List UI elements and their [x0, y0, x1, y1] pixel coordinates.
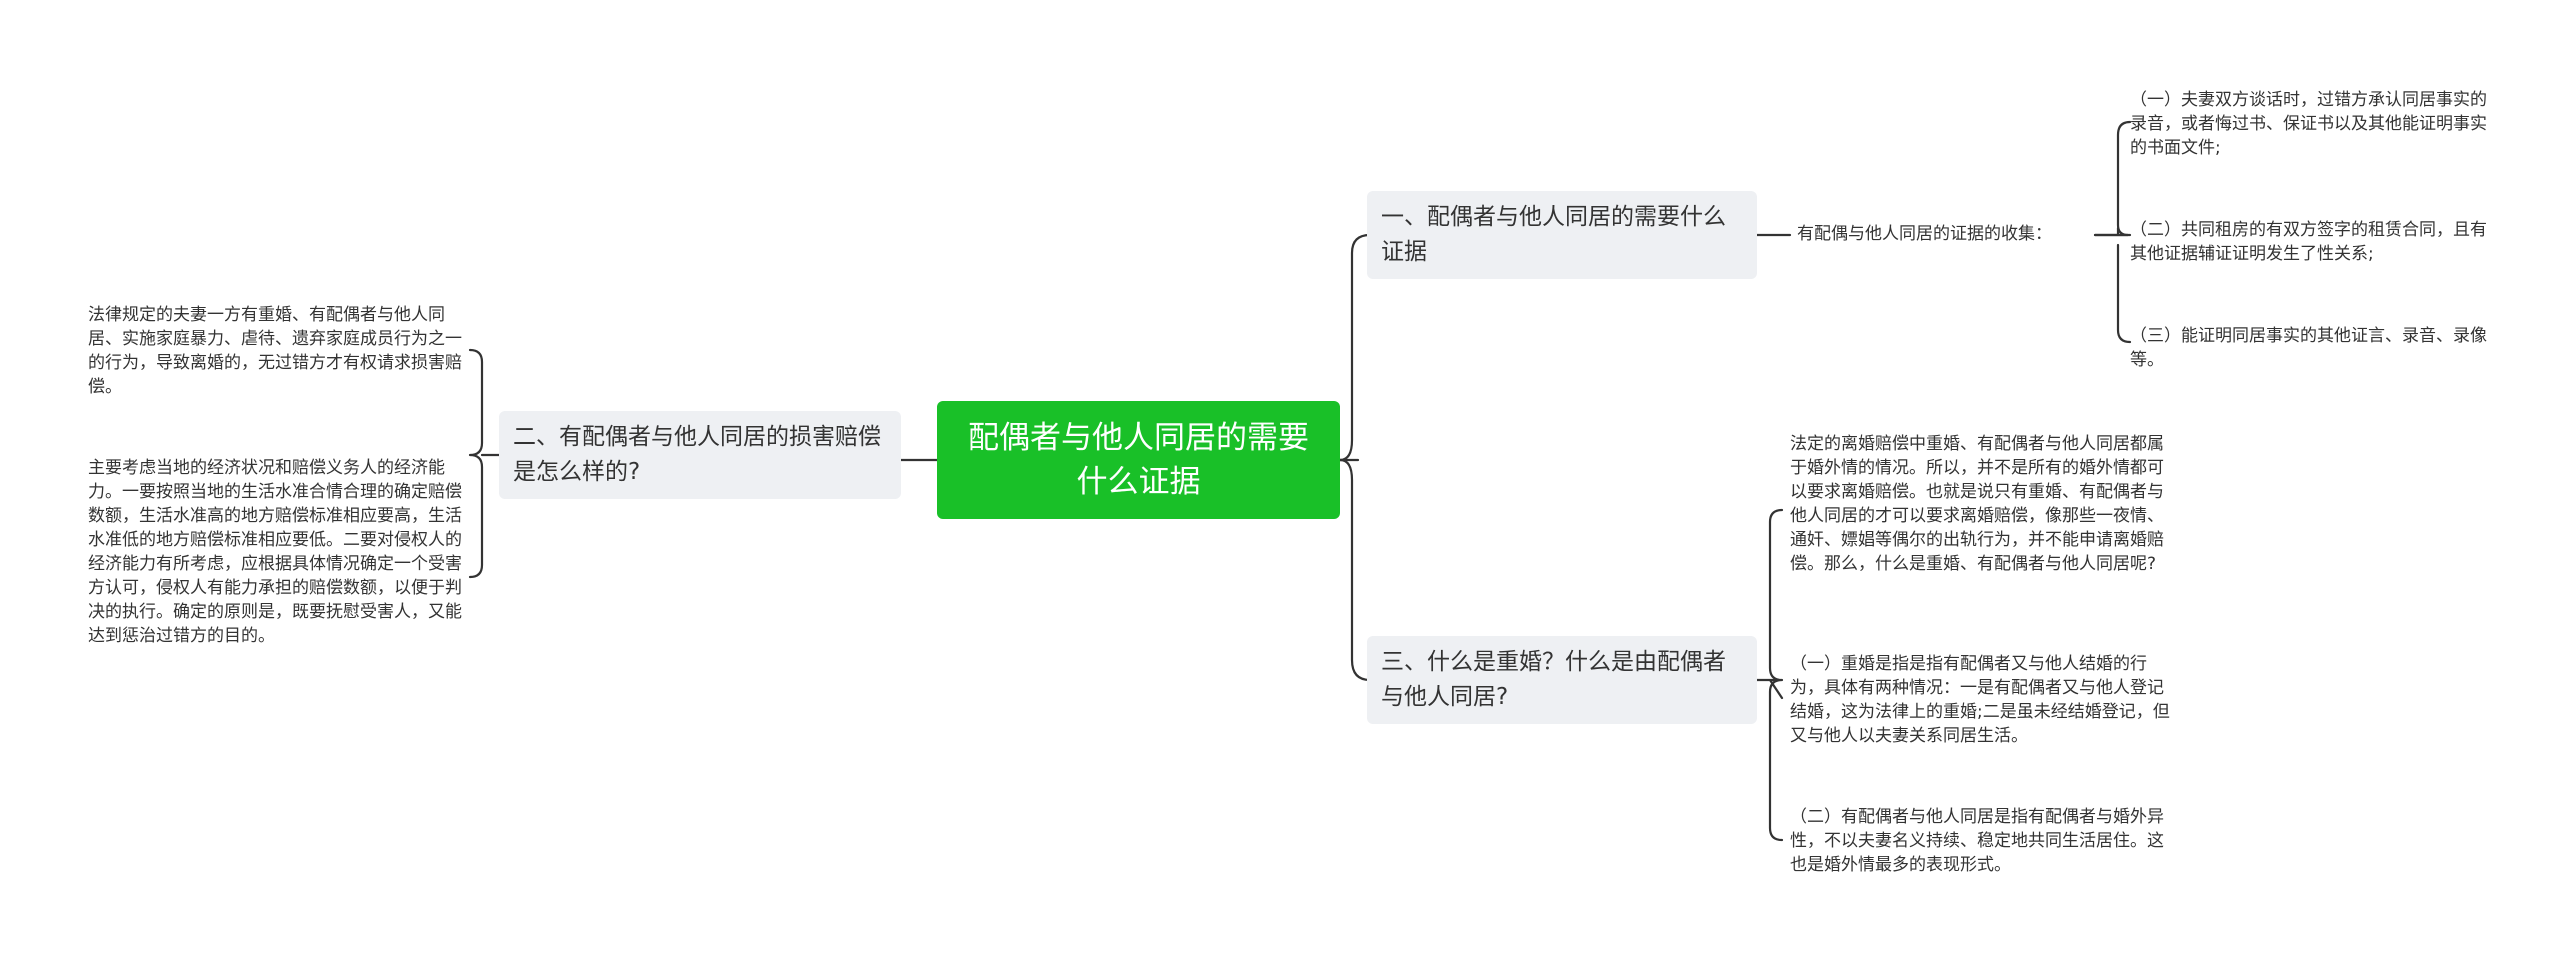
- connector-root-to-b3: [1338, 458, 1378, 682]
- branch-1-label: 有配偶与他人同居的证据的收集：: [1797, 224, 2052, 244]
- connector-label-to-items: [2093, 120, 2132, 344]
- branch-1-node[interactable]: 一、配偶者与他人同居的需要什么证据: [1367, 191, 1757, 279]
- branch-1-item-3: （三）能证明同居事实的其他证言、录音、录像等。: [2130, 326, 2487, 370]
- branch-3-item-1: 法定的离婚赔偿中重婚、有配偶者与他人同居都属于婚外情的情况。所以，并不是所有的婚…: [1790, 434, 2164, 574]
- branch-2-item-1: 法律规定的夫妻一方有重婚、有配偶者与他人同居、实施家庭暴力、虐待、遗弃家庭成员行…: [88, 305, 462, 397]
- root-title: 配偶者与他人同居的需要什么证据: [968, 420, 1309, 500]
- connector-b2-to-leaves: [468, 348, 501, 579]
- branch-3-node[interactable]: 三、什么是重婚？什么是由配偶者与他人同居?: [1367, 636, 1757, 724]
- branch-1-title: 一、配偶者与他人同居的需要什么证据: [1381, 204, 1726, 265]
- branch-2-item-2: 主要考虑当地的经济状况和赔偿义务人的经济能力。一要按照当地的生活水准合情合理的确…: [88, 458, 462, 646]
- branch-1-item-2: （二）共同租房的有双方签字的租赁合同，且有其他证据辅证证明发生了性关系;: [2130, 220, 2487, 264]
- root-node[interactable]: 配偶者与他人同居的需要什么证据: [937, 401, 1340, 519]
- branch-3-item-3: （二）有配偶者与他人同居是指有配偶者与婚外异性，不以夫妻名义持续、稳定地共同生活…: [1790, 807, 2164, 875]
- branch-2-node[interactable]: 二、有配偶者与他人同居的损害赔偿是怎么样的?: [499, 411, 901, 499]
- branch-3-title: 三、什么是重婚？什么是由配偶者与他人同居?: [1381, 649, 1726, 710]
- branch-2-title: 二、有配偶者与他人同居的损害赔偿是怎么样的?: [513, 424, 881, 485]
- branch-3-item-2: （一）重婚是指是指有配偶者又与他人结婚的行为，具体有两种情况：一是有配偶者又与他…: [1790, 654, 2170, 746]
- connector-root-to-b1: [1338, 233, 1378, 462]
- branch-1-item-1: （一）夫妻双方谈话时，过错方承认同居事实的录音，或者悔过书、保证书以及其他能证明…: [2130, 90, 2487, 158]
- connector-b3-to-items: [1755, 508, 1784, 842]
